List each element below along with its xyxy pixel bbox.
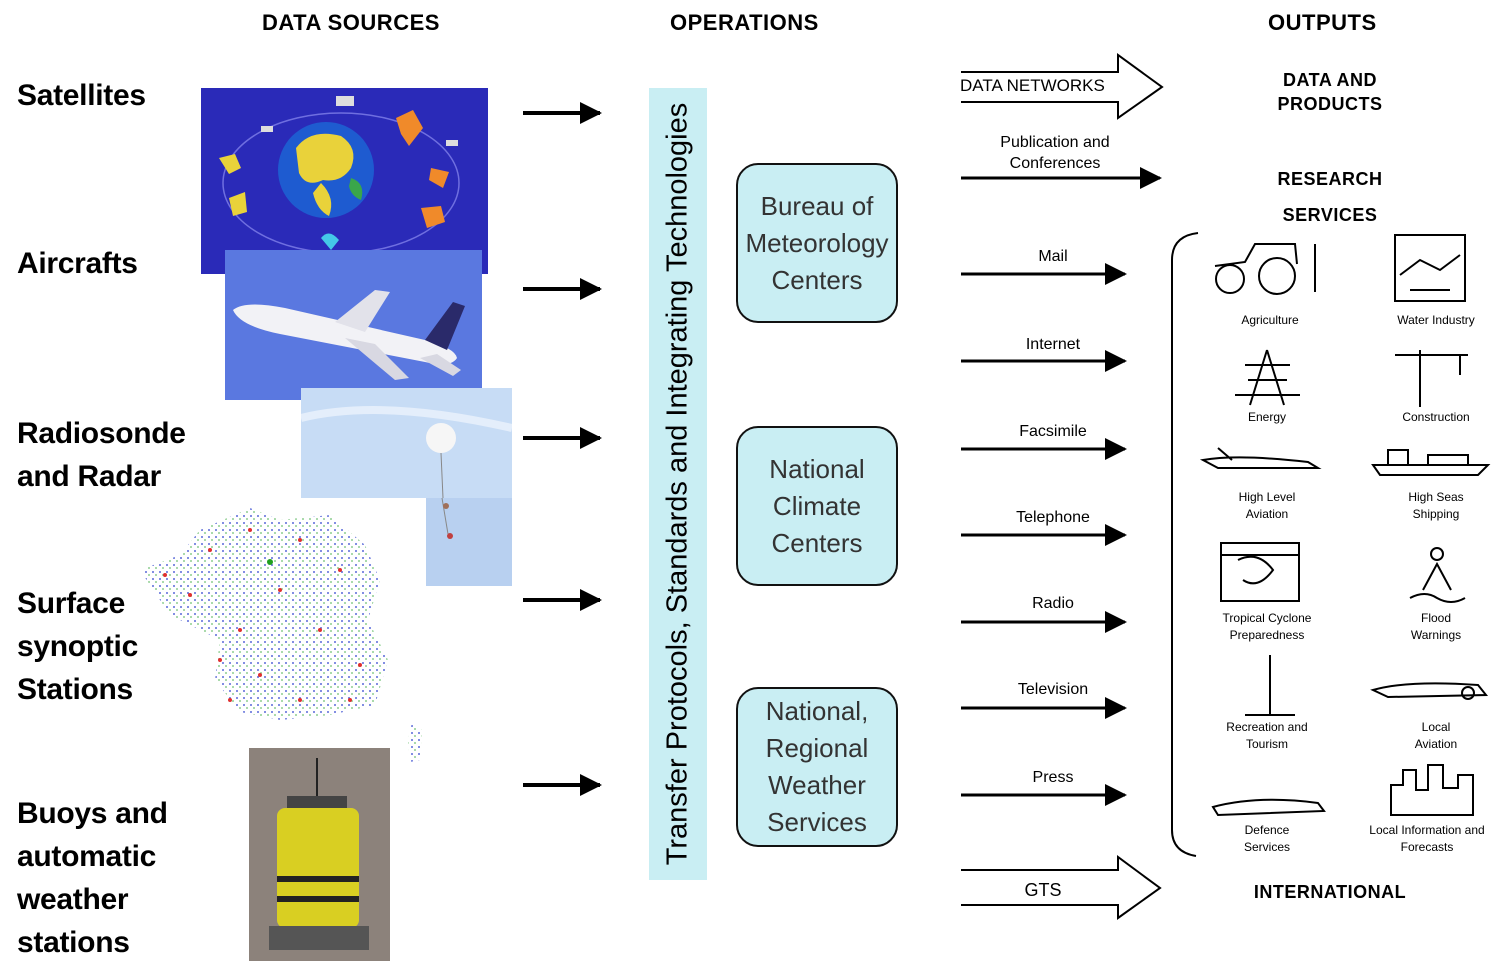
source-label-buoys: Buoys and automatic weather stations <box>17 797 168 959</box>
service-label-water-industry: Water Industry <box>1397 313 1475 327</box>
center-box-climate-label: National Climate Centers <box>769 453 865 558</box>
small-plane-icon <box>1370 682 1489 700</box>
service-label-defence: Defence Services <box>1243 823 1290 854</box>
power-pylon-icon <box>1235 349 1300 406</box>
channel-facsimile: Facsimile <box>1019 423 1087 440</box>
header-outputs: OUTPUTS <box>1268 10 1377 35</box>
service-label-high-seas-shipping: High Seas Shipping <box>1408 490 1464 521</box>
cyclone-chart-icon <box>1220 542 1300 602</box>
channel-television: Television <box>1017 681 1089 698</box>
crane-icon <box>1395 350 1468 407</box>
standards-bar: Transfer Protocols, Standards and Integr… <box>649 88 707 880</box>
defence-plane-icon <box>1211 798 1326 817</box>
output-research: RESEARCH <box>1277 169 1383 189</box>
source-label-surface-stations: Surface synoptic Stations <box>17 587 138 706</box>
channel-press: Press <box>1032 769 1074 786</box>
water-icon <box>1394 234 1466 302</box>
service-label-recreation: Recreation and Tourism <box>1226 720 1308 751</box>
aircraft-image <box>225 250 482 400</box>
center-box-climate: National Climate Centers <box>736 426 898 586</box>
channel-radio: Radio <box>1032 595 1074 612</box>
radiosonde-image-lower <box>426 498 512 586</box>
center-box-bureau: Bureau of Meteorology Centers <box>736 163 898 323</box>
radiosonde-image <box>301 388 512 498</box>
satellite-image <box>201 88 488 274</box>
channel-gts: GTS <box>1024 880 1062 900</box>
service-label-construction: Construction <box>1402 410 1470 424</box>
output-data-products: DATA AND PRODUCTS <box>1277 70 1383 114</box>
service-label-local-information: Local Information and Forecasts <box>1369 823 1485 854</box>
service-label-flood-warnings: Flood Warnings <box>1410 611 1462 642</box>
service-label-local-aviation: Local Aviation <box>1414 720 1458 751</box>
service-label-high-level-aviation: High Level Aviation <box>1238 490 1296 521</box>
channel-mail: Mail <box>1038 248 1068 265</box>
output-services: SERVICES <box>1282 205 1378 225</box>
source-label-satellites: Satellites <box>17 79 146 112</box>
header-operations: OPERATIONS <box>670 10 819 35</box>
source-label-radiosonde: Radiosonde and Radar <box>17 417 186 493</box>
source-label-aircrafts: Aircrafts <box>17 247 138 280</box>
standards-bar-text: Transfer Protocols, Standards and Integr… <box>661 102 694 866</box>
buoy-image <box>249 748 390 961</box>
tractor-icon <box>1214 243 1316 295</box>
recreation-icon <box>1245 655 1295 716</box>
flood-icon <box>1409 547 1466 603</box>
center-box-weather-label: National, Regional Weather Services <box>765 696 869 837</box>
service-label-tropical-cyclone: Tropical Cyclone Preparedness <box>1222 611 1312 642</box>
service-label-agriculture: Agriculture <box>1241 313 1299 327</box>
city-icon <box>1390 764 1474 816</box>
header-data-sources: DATA SOURCES <box>262 10 440 35</box>
center-box-weather: National, Regional Weather Services <box>736 687 898 847</box>
jet-icon <box>1199 447 1322 469</box>
channel-publication: Publication and Conferences <box>1000 134 1110 172</box>
france-stations-map <box>130 500 430 775</box>
channel-data-networks: DATA NETWORKS <box>960 76 1105 95</box>
channel-internet: Internet <box>1025 336 1081 353</box>
ship-icon <box>1371 449 1491 476</box>
service-label-energy: Energy <box>1247 410 1287 424</box>
output-international: INTERNATIONAL <box>1253 882 1407 902</box>
center-box-bureau-label: Bureau of Meteorology Centers <box>745 190 889 295</box>
channel-telephone: Telephone <box>1016 509 1090 526</box>
